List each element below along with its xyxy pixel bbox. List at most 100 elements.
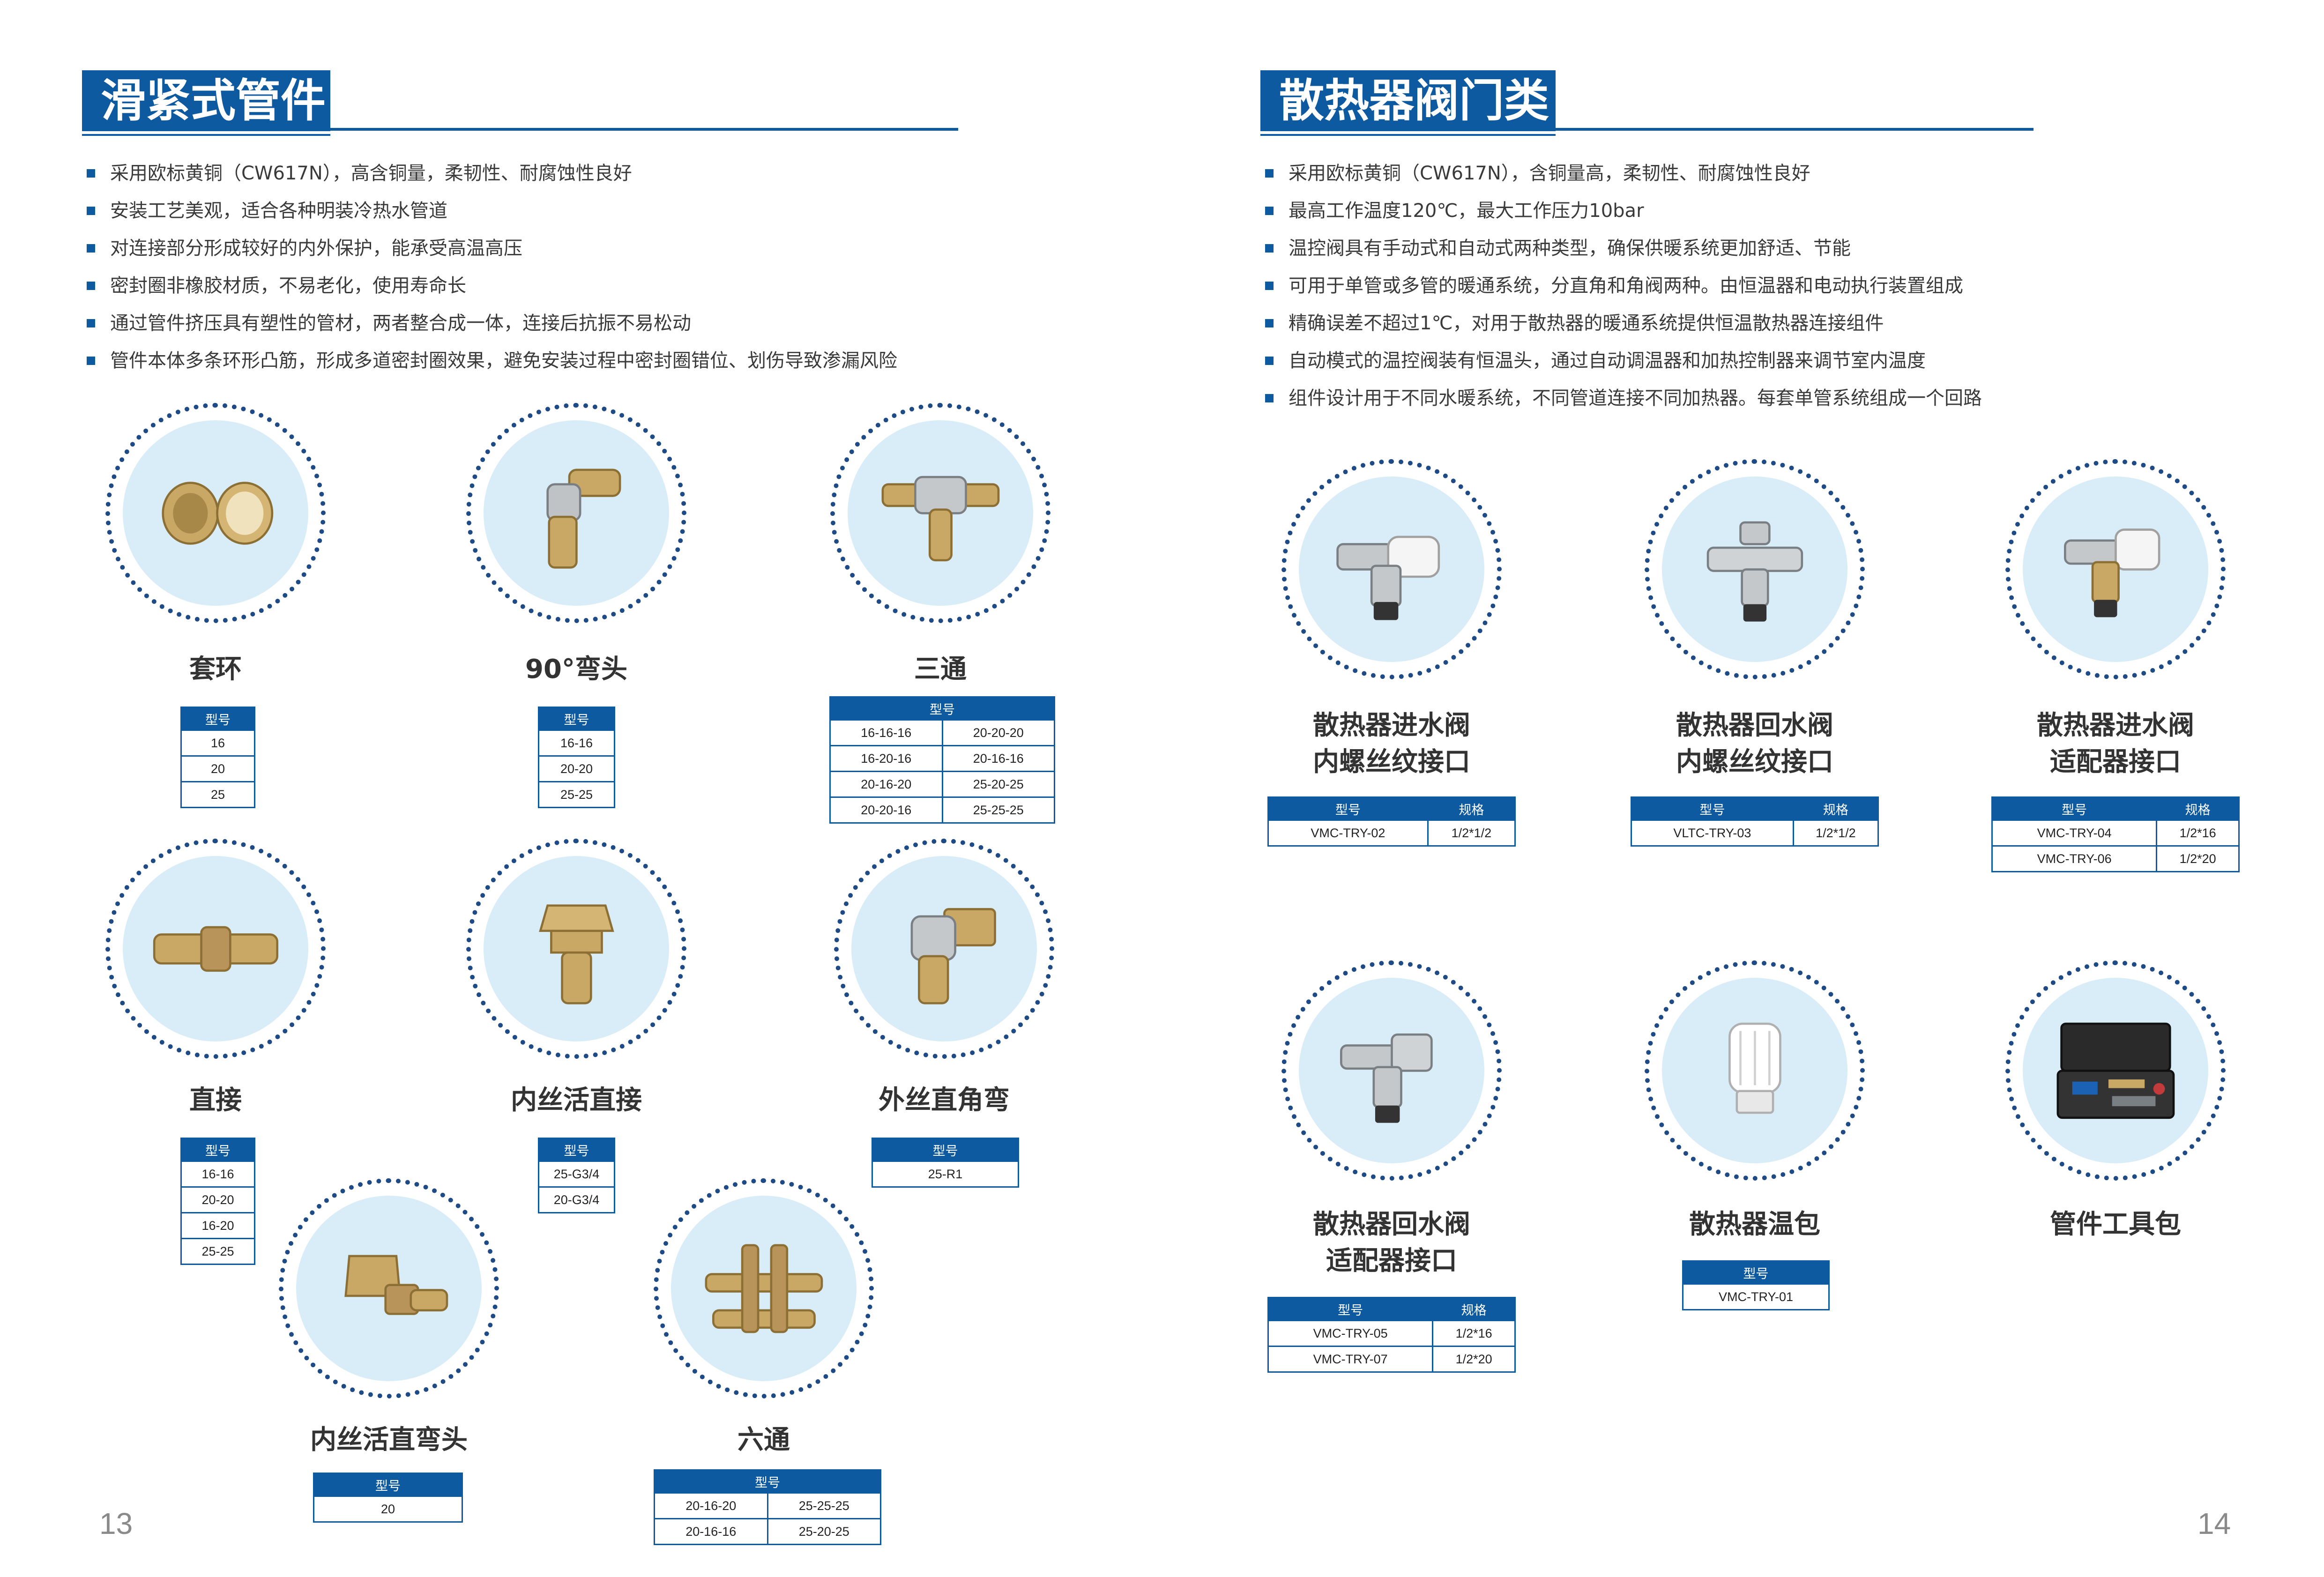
product-name-six-way: 六通 [737, 1425, 790, 1455]
table-header: 型号 [538, 707, 615, 731]
square-bullet-icon [87, 282, 95, 290]
square-bullet-icon [87, 357, 95, 365]
table-cell: 20-20-20 [941, 719, 1055, 746]
female-union-icon [538, 904, 614, 1004]
product-name-inlet-valve-thread: 散热器进水阀 内螺丝纹接口 [1313, 710, 1470, 777]
product-image-six-way [654, 1178, 874, 1398]
table-cell: 16-20-16 [829, 745, 943, 772]
brass-sleeve-icon [161, 481, 273, 545]
table-cell: 1/2*16 [2156, 819, 2240, 847]
table-cell: 20-20-16 [829, 796, 943, 824]
product-image-tool-kit [2005, 960, 2226, 1181]
spec-table-female-union: 型号 25-G3/4 20-G3/4 [538, 1138, 615, 1213]
table-header: 型号 [180, 1138, 255, 1162]
spec-table-male-elbow: 型号 25-R1 [872, 1138, 1019, 1188]
table-cell: 25-25-25 [767, 1492, 881, 1519]
table-cell: VMC-TRY-02 [1267, 819, 1429, 847]
table-header: 型号 [654, 1469, 881, 1494]
table-header: 型号 [1682, 1260, 1830, 1285]
table-cell: 25-20-25 [941, 771, 1055, 798]
bullet-item: 温控阀具有手动式和自动式两种类型，确保供暖系统更加舒适、节能 [1265, 230, 1982, 267]
table-cell: VLTC-TRY-03 [1631, 819, 1794, 847]
table-cell: 1/2*20 [2156, 845, 2240, 872]
table-header: 型号 [1631, 796, 1794, 821]
table-cell: 25-R1 [872, 1160, 1019, 1188]
bullet-item: 最高工作温度120℃，最大工作压力10bar [1265, 192, 1982, 230]
male-elbow-icon [910, 908, 996, 1004]
product-name-straight: 直接 [189, 1085, 242, 1116]
bullet-item: 管件本体多条环形凸筋，形成多道密封圈效果，避免安装过程中密封圈错位、划伤导致渗漏… [87, 342, 897, 379]
bullet-item: 精确误差不超过1℃，对用于散热器的暖通系统提供恒温散热器连接组件 [1265, 305, 1982, 342]
square-bullet-icon [1265, 357, 1274, 365]
bullet-item: 采用欧标黄铜（CW617N），含铜量高，柔韧性、耐腐蚀性良好 [1265, 155, 1982, 192]
tool-case-icon [2056, 1022, 2175, 1119]
product-image-straight [105, 839, 326, 1059]
radiator-valve-icon [1336, 536, 1440, 620]
table-cell: 1/2*1/2 [1427, 819, 1516, 847]
left-section-title: 滑紧式管件 [82, 70, 330, 136]
square-bullet-icon [87, 169, 95, 178]
table-cell: VMC-TRY-07 [1267, 1346, 1434, 1373]
bullet-item: 可用于单管或多管的暖通系统，分直角和角阀两种。由恒温器和电动执行装置组成 [1265, 267, 1982, 305]
bullet-item: 组件设计用于不同水暖系统，不同管道连接不同加热器。每套单管系统组成一个回路 [1265, 379, 1982, 417]
table-cell: 16 [180, 729, 255, 757]
spec-table-female-elbow: 型号 20 [313, 1473, 463, 1523]
table-header: 型号 [1991, 796, 2158, 821]
left-bullet-list: 采用欧标黄铜（CW617N），高含铜量，柔韧性、耐腐蚀性良好 安装工艺美观，适合… [87, 155, 897, 379]
table-cell: 20-16-16 [941, 745, 1055, 772]
product-name-female-elbow: 内丝活直弯头 [310, 1425, 468, 1455]
table-cell: 20-16-20 [654, 1492, 768, 1519]
table-cell: 16-16 [180, 1160, 255, 1188]
square-bullet-icon [87, 207, 95, 215]
product-image-inlet-valve-thread [1281, 459, 1502, 679]
right-section-title: 散热器阀门类 [1260, 70, 1556, 136]
square-bullet-icon [1265, 282, 1274, 290]
product-name-tool-kit: 管件工具包 [2050, 1209, 2181, 1240]
product-image-female-elbow [279, 1178, 499, 1398]
tee-fitting-icon [881, 476, 999, 561]
table-cell: 1/2*16 [1432, 1320, 1516, 1347]
table-header: 型号 [313, 1473, 463, 1497]
thermostat-head-icon [1728, 1022, 1781, 1114]
table-cell: 16-20 [180, 1212, 255, 1239]
bullet-item: 对连接部分形成较好的内外保护，能承受高温高压 [87, 230, 897, 267]
table-header: 型号 [1267, 1297, 1434, 1321]
square-bullet-icon [1265, 319, 1274, 327]
table-header: 型号 [1267, 796, 1429, 821]
bullet-item: 安装工艺美观，适合各种明装冷热水管道 [87, 192, 897, 230]
product-name-inlet-valve-adapter: 散热器进水阀 适配器接口 [2037, 710, 2194, 777]
bullet-item: 采用欧标黄铜（CW617N），高含铜量，柔韧性、耐腐蚀性良好 [87, 155, 897, 192]
radiator-valve-icon [1706, 521, 1803, 622]
right-section-rule [1260, 128, 2034, 131]
product-image-return-valve-adapter [1281, 960, 1502, 1181]
table-header: 规格 [1427, 796, 1516, 821]
table-header: 规格 [2156, 796, 2240, 821]
product-image-tee [830, 403, 1050, 623]
bullet-item: 密封圈非橡胶材质，不易老化，使用寿命长 [87, 267, 897, 305]
table-cell: 20-16-20 [829, 771, 943, 798]
six-way-fitting-icon [705, 1244, 823, 1333]
product-name-elbow-90: 90°弯头 [525, 654, 627, 684]
table-cell: 20 [313, 1495, 463, 1523]
product-image-return-valve-thread [1645, 459, 1865, 679]
table-header: 型号 [872, 1138, 1019, 1162]
product-name-sleeve: 套环 [189, 654, 242, 684]
product-name-return-valve-adapter: 散热器回水阀 适配器接口 [1313, 1209, 1470, 1276]
table-cell: 25-G3/4 [538, 1160, 615, 1188]
table-cell: 25-25 [538, 781, 615, 808]
square-bullet-icon [1265, 394, 1274, 402]
table-cell: 20-20 [180, 1186, 255, 1213]
table-cell: 25-20-25 [767, 1518, 881, 1545]
table-cell: 1/2*1/2 [1792, 819, 1879, 847]
product-image-inlet-valve-adapter [2005, 459, 2226, 679]
table-cell: 20-20 [538, 755, 615, 782]
square-bullet-icon [87, 319, 95, 327]
product-image-thermostat-head [1645, 960, 1865, 1181]
straight-coupling-icon [153, 926, 278, 972]
elbow-fitting-icon [546, 469, 621, 569]
